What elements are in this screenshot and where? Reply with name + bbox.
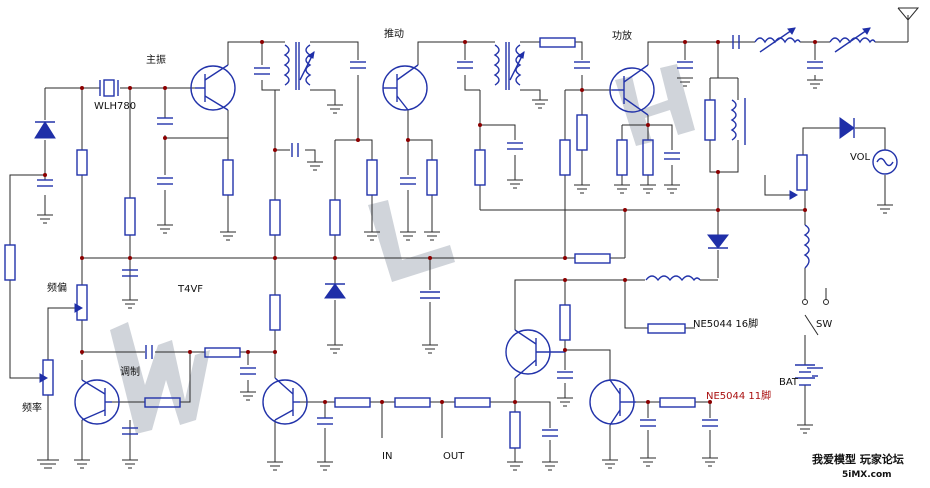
ne5044-16-label: NE5044 16脚	[693, 319, 759, 330]
ground-symbols	[37, 77, 893, 471]
power-amp-label: 功放	[612, 31, 632, 42]
components	[4, 27, 898, 449]
crystal-label: WLH780	[94, 101, 137, 112]
oscillator-label: 主振	[146, 55, 166, 66]
site-watermark-url: 5iMX.com	[842, 470, 892, 480]
ic-label: T4VF	[178, 284, 204, 295]
ne5044-11-label: NE5044 11脚	[706, 391, 772, 402]
bat-label: BAT	[779, 377, 799, 388]
in-label: IN	[382, 451, 393, 462]
freq-adjust-label: 频率	[22, 403, 42, 414]
modulation-label: 调制	[120, 367, 140, 378]
watermark-graphic	[110, 64, 695, 434]
sw-label: SW	[816, 319, 833, 330]
out-label: OUT	[443, 451, 465, 462]
site-watermark-title: 我爱模型 玩家论坛	[812, 453, 904, 466]
wiring	[9, 7, 920, 462]
freq-shift-label: 频偏	[47, 283, 67, 294]
driver-label: 推动	[384, 29, 404, 40]
junction-dots	[43, 40, 817, 404]
vol-label: VOL	[850, 152, 871, 163]
